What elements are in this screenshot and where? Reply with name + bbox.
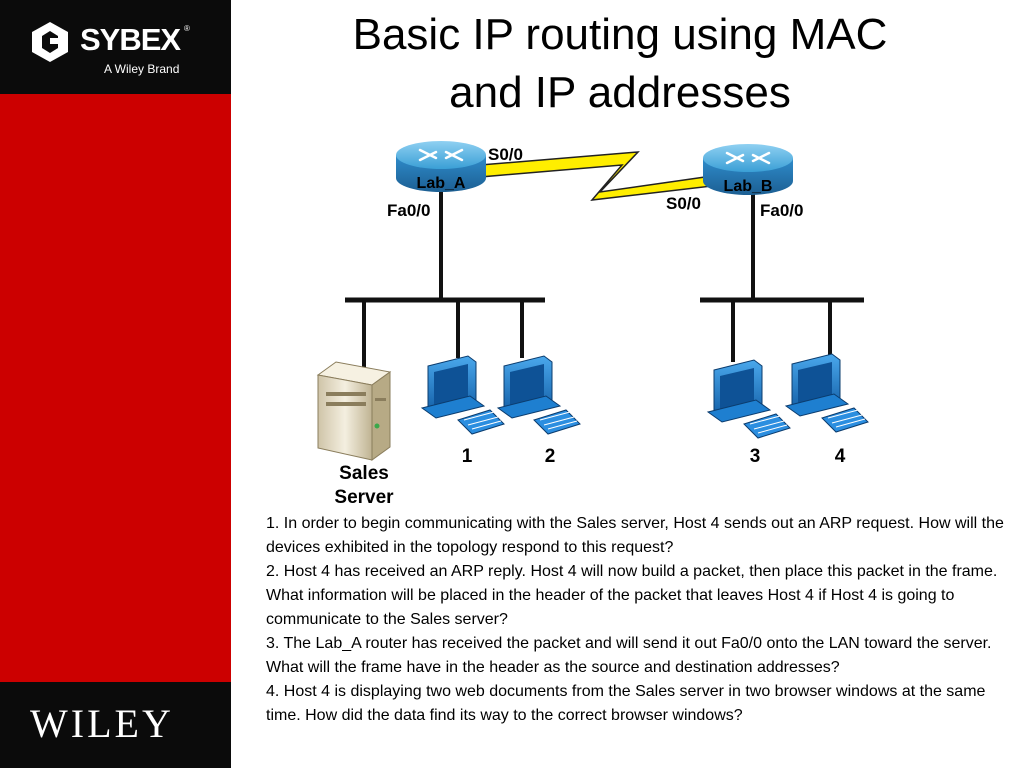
- sales-server-label-line-2: Server: [334, 487, 394, 508]
- sybex-mark-icon: [32, 22, 68, 62]
- slide-title-line-1: Basic IP routing using MAC: [352, 10, 888, 59]
- host-1-label: 1: [462, 446, 473, 467]
- router-lab-a-fa-port: Fa0/0: [387, 201, 430, 220]
- sybex-registered-mark: ®: [184, 24, 190, 33]
- router-lab-b-serial-port: S0/0: [666, 194, 701, 213]
- question-4: 4. Host 4 is displaying two web document…: [266, 683, 986, 724]
- sales-server-icon: [316, 361, 392, 461]
- host-3-label: 3: [750, 446, 761, 467]
- host-4-workstation-icon: [784, 353, 869, 433]
- sales-server-label-line-1: Sales: [339, 463, 389, 484]
- router-lab-b-label: Lab_B: [724, 178, 773, 195]
- question-1: 1. In order to begin communicating with …: [266, 515, 1004, 556]
- host-4-label: 4: [835, 446, 846, 467]
- router-lab-a-serial-port: S0/0: [488, 145, 523, 164]
- question-2: 2. Host 4 has received an ARP reply. Hos…: [266, 563, 998, 628]
- host-2-label: 2: [545, 446, 556, 467]
- slide-title-line-2: and IP addresses: [449, 68, 791, 117]
- host-1-workstation-icon: [420, 355, 505, 435]
- host-3-workstation-icon: [706, 359, 791, 439]
- router-lab-b-icon: [703, 144, 793, 195]
- wiley-logo-panel: [0, 682, 231, 768]
- question-list: 1. In order to begin communicating with …: [266, 512, 1008, 728]
- wiley-logo: WILEY: [30, 701, 174, 746]
- host-2-workstation-icon: [496, 355, 581, 435]
- sybex-wordmark: SYBEX: [80, 22, 181, 57]
- sybex-logo: SYBEX ® A Wiley Brand: [28, 18, 218, 80]
- sybex-tagline: A Wiley Brand: [104, 62, 180, 76]
- router-lab-a-label: Lab_A: [417, 175, 466, 192]
- slide-title: Basic IP routing using MAC and IP addres…: [250, 6, 990, 122]
- router-lab-a-icon: [396, 141, 486, 192]
- brand-sidebar: [0, 0, 231, 768]
- question-3: 3. The Lab_A router has received the pac…: [266, 635, 992, 676]
- router-lab-b-fa-port: Fa0/0: [760, 201, 803, 220]
- sybex-logo-panel: SYBEX ® A Wiley Brand: [0, 0, 231, 94]
